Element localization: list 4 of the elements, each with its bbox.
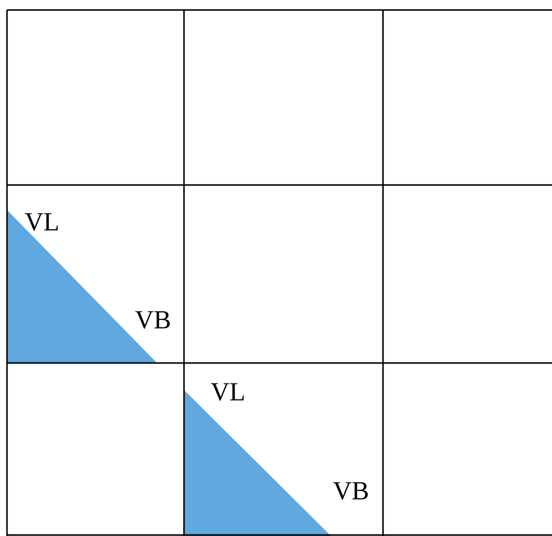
axis-label: VL [210,383,244,401]
axis-label: VB [135,311,170,329]
axis-label: VB [333,482,368,500]
axis-label: VL [24,213,58,231]
